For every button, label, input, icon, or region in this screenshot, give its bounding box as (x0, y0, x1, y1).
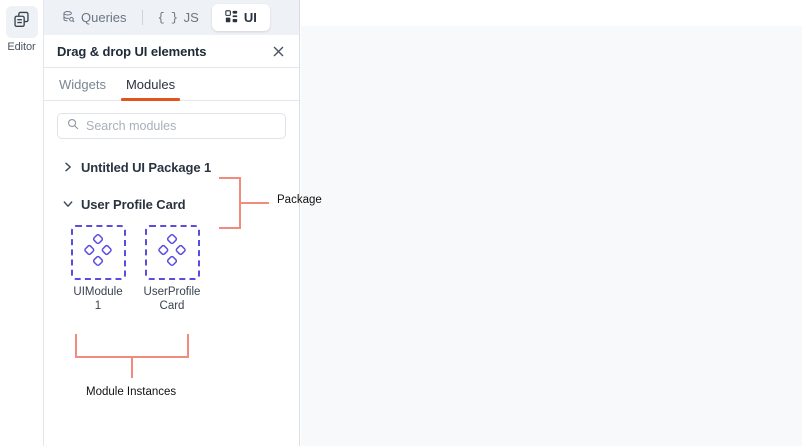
module-instance-userprofilecard[interactable]: UserProfileCard (142, 225, 202, 313)
editor-tab-strip: Queries { } JS UI (44, 0, 299, 35)
tab-ui[interactable]: UI (211, 4, 270, 31)
search-modules-field[interactable]: Search modules (57, 113, 286, 139)
module-bracket-right-riser (187, 334, 189, 358)
left-icon-rail: Editor (0, 0, 44, 446)
four-diamonds-icon (155, 233, 189, 272)
tab-queries[interactable]: Queries (49, 4, 140, 31)
annotation-package-label: Package (277, 194, 322, 206)
stacked-pages-icon (12, 10, 31, 34)
chevron-down-icon[interactable] (63, 199, 73, 209)
tree-item-label: User Profile Card (81, 196, 186, 212)
search-input-placeholder: Search modules (86, 119, 177, 133)
panel-subtabs: Widgets Modules (44, 68, 299, 101)
package-bracket-bottom-arm (219, 227, 241, 229)
sidebar-item-editor[interactable] (5, 6, 38, 38)
app-canvas[interactable] (301, 26, 802, 446)
package-bracket-stem (241, 202, 269, 204)
sidebar-item-editor-label: Editor (7, 41, 36, 53)
tab-ui-label: UI (243, 10, 257, 25)
tab-divider (141, 10, 143, 25)
modules-tree: Untitled UI Package 1 User Profile Card (57, 152, 286, 219)
database-query-icon (62, 10, 75, 26)
panel-body: Search modules Untitled UI Package 1 (44, 101, 299, 446)
tree-item-label: Untitled UI Package 1 (81, 159, 212, 175)
panel-header: Drag & drop UI elements (44, 35, 299, 68)
canvas-top-strip (301, 0, 802, 26)
package-bracket-spine (239, 177, 241, 229)
chevron-right-icon[interactable] (63, 162, 73, 172)
curly-braces-icon: { } (157, 10, 179, 25)
tree-item-user-profile-card[interactable]: User Profile Card (57, 189, 286, 219)
tab-modules-label: Modules (125, 76, 176, 92)
search-icon (67, 117, 79, 135)
module-instance-uimodule1[interactable]: UIModule 1 (68, 225, 128, 313)
module-bracket-left-riser (75, 334, 77, 358)
tab-queries-label: Queries (81, 10, 127, 25)
ui-elements-panel: Queries { } JS UI (44, 0, 300, 446)
four-diamonds-icon (81, 233, 115, 272)
grid-squares-icon (225, 9, 238, 26)
close-icon[interactable] (269, 42, 287, 60)
panel-title: Drag & drop UI elements (57, 43, 207, 59)
module-drag-tile[interactable] (144, 225, 200, 280)
tab-widgets-label: Widgets (59, 76, 106, 92)
tab-js-label: JS (183, 10, 199, 25)
tab-widgets[interactable]: Widgets (57, 68, 108, 100)
tree-item-untitled-ui-package-1[interactable]: Untitled UI Package 1 (57, 152, 286, 182)
tab-modules[interactable]: Modules (120, 68, 181, 101)
module-drag-tile[interactable] (70, 225, 126, 280)
module-instance-label: UserProfileCard (143, 286, 201, 312)
package-bracket-top-arm (219, 177, 241, 179)
tab-js[interactable]: { } JS (145, 4, 212, 31)
annotation-module-instances-label: Module Instances (86, 386, 177, 398)
module-instance-label: UIModule 1 (73, 286, 123, 312)
module-bracket-stem (131, 356, 133, 378)
module-instance-grid: UIModule 1 UserProfileCar (57, 225, 286, 313)
